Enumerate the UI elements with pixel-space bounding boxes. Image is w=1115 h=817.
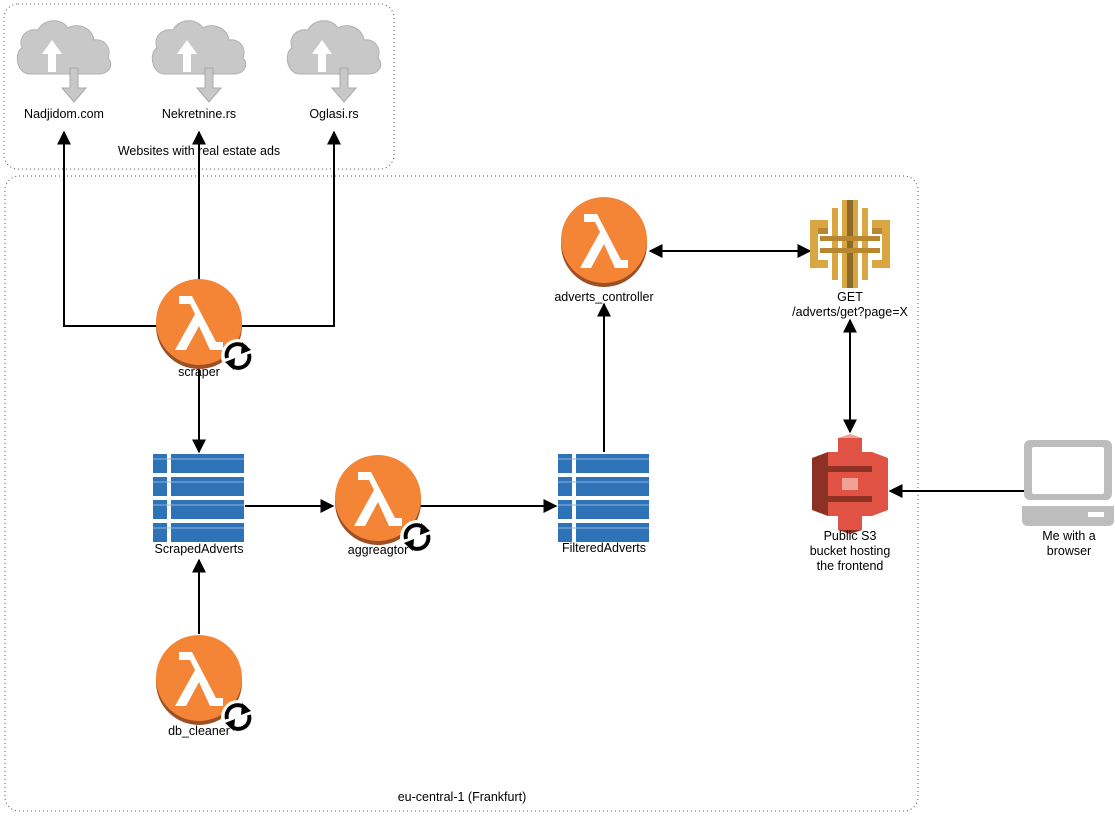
connectors [57,130,1025,634]
laptop-icon [1022,440,1114,526]
s3-bucket-icon [812,434,888,534]
site-label-nekretnine: Nekretnine.rs [161,107,237,121]
api-method-label: GET [837,290,863,304]
api-gateway-icon [810,200,890,288]
cloud-icon [151,20,247,103]
browser-label: Me with a browser [1042,529,1096,558]
edge-scraper-oglasi [240,130,341,327]
region-group [4,175,919,812]
cloud-icon [286,20,382,103]
scraper-label: scraper [178,365,220,379]
site-label-nadjidom: Nadjidom.com [24,107,104,121]
filtered-adverts-label: FilteredAdverts [561,541,647,555]
websites-group [3,3,395,170]
region-group-label: eu-central-1 (Frankfurt) [397,790,527,804]
s3-label: Public S3 bucket hosting the frontend [809,529,891,573]
scraped-adverts-label: ScrapedAdverts [154,542,244,556]
dynamodb-table-icon [152,453,245,543]
edge-scraper-nadjidom [57,130,160,327]
site-label-oglasi: Oglasi.rs [309,107,359,121]
db-cleaner-label: db_cleaner [168,724,230,738]
websites-group-label: Websites with real estate ads [117,144,281,158]
api-path-label: /adverts/get?page=X [792,305,908,319]
controller-lambda-icon [561,197,647,287]
aggregator-label: aggreagtor [347,543,409,557]
controller-label: adverts_controller [554,290,654,304]
cloud-icon [16,20,112,103]
dynamodb-table-icon [557,453,650,543]
